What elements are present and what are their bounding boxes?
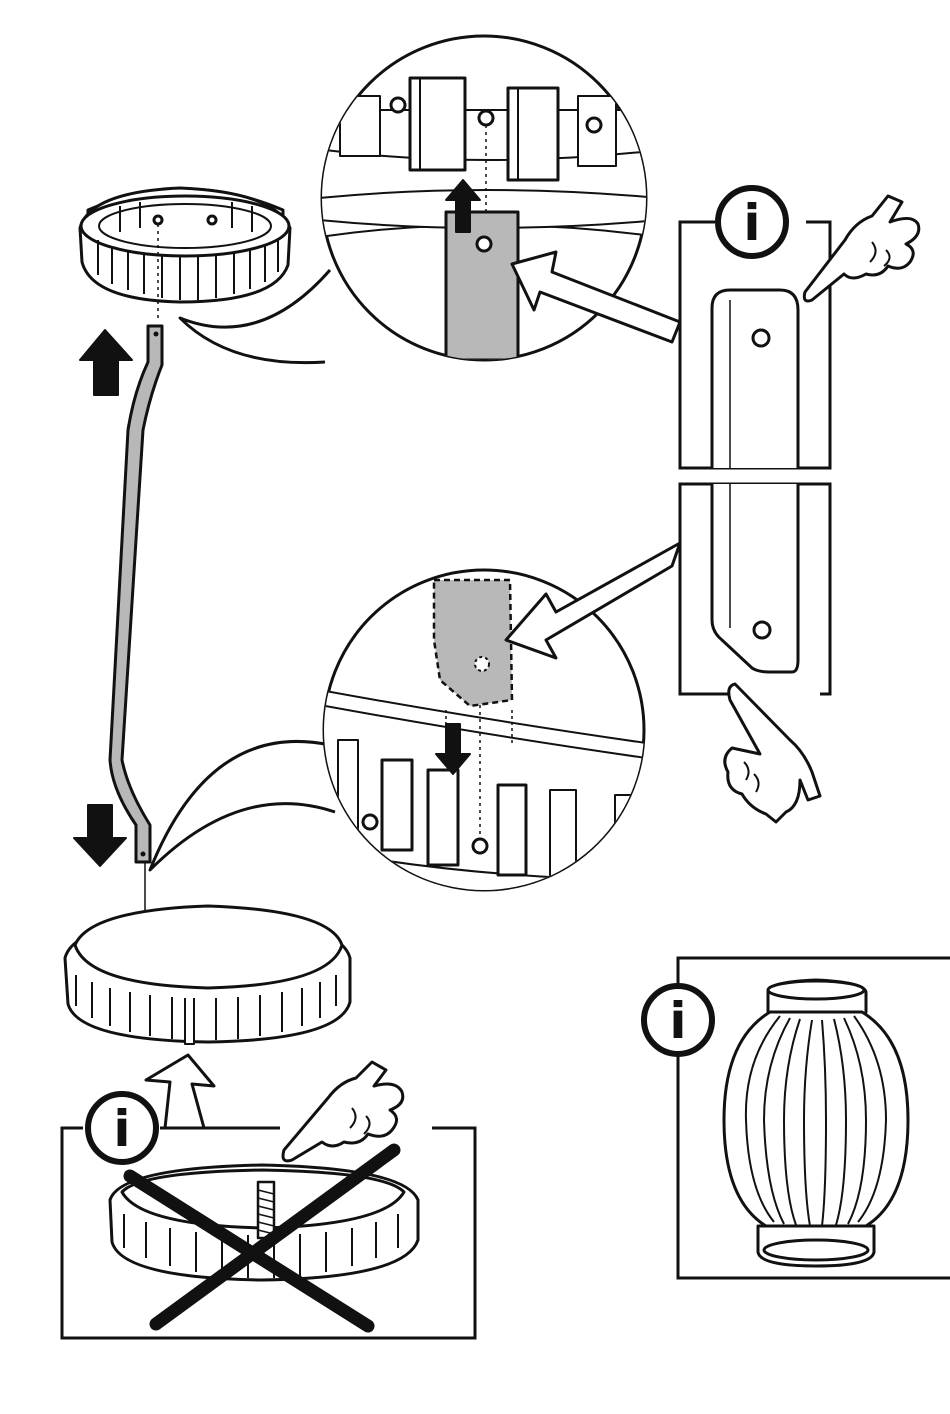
pointing-hand-icon — [283, 1062, 403, 1161]
bottom-ring — [65, 906, 350, 1044]
info-circle-icon: i — [88, 1094, 156, 1162]
lampshade-shape-note: i — [644, 958, 950, 1278]
connecting-strap — [110, 326, 162, 918]
pointing-hand-icon — [804, 196, 918, 301]
zoom-callout-bottom — [150, 570, 660, 920]
arrow-up-icon — [80, 330, 132, 395]
top-ring — [80, 188, 290, 322]
info-symbol: i — [113, 1100, 130, 1158]
info-circle-icon: i — [644, 986, 712, 1054]
pointing-hand-icon — [725, 684, 820, 822]
do-not-use-threaded-ring-note: i — [62, 1062, 475, 1338]
lampshade — [724, 980, 908, 1266]
info-symbol: i — [743, 194, 760, 252]
info-circle-icon: i — [718, 188, 786, 256]
arrow-down-icon — [74, 805, 126, 866]
info-symbol: i — [669, 992, 686, 1050]
